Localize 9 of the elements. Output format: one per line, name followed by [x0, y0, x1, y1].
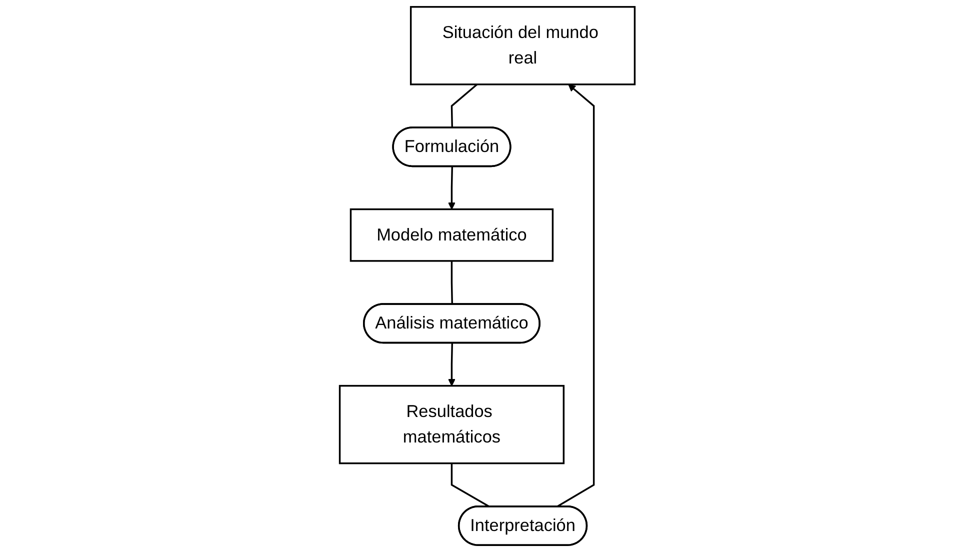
- arrow: [448, 343, 456, 386]
- connector: [451, 463, 490, 508]
- arrow: [556, 84, 595, 508]
- arrow: [448, 166, 456, 210]
- node-box: Resultados matemáticos: [339, 384, 565, 464]
- connector: [451, 260, 454, 304]
- connector: [451, 84, 478, 128]
- node-box: Situación del mundo real: [410, 6, 636, 86]
- node-box: Modelo matemático: [350, 208, 554, 262]
